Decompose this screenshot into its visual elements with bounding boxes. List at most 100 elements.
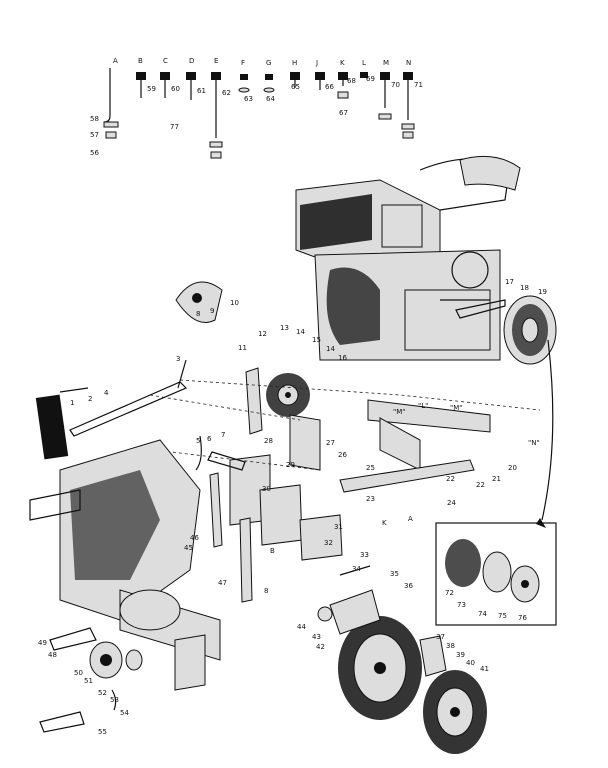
callout-22-b: 22 [446, 475, 455, 483]
callout-30: 30 [262, 485, 271, 493]
engine-pulley [503, 295, 557, 365]
callout-17: 17 [505, 278, 514, 286]
callout-1: 1 [70, 399, 75, 407]
transmission-housing [29, 439, 221, 691]
callout-66: 66 [325, 83, 334, 91]
hardware-ref-a: A [408, 515, 413, 523]
drive-wheel-small [423, 670, 487, 754]
washer-part [103, 121, 119, 128]
bolt-l [360, 72, 368, 78]
callout-8: 8 [264, 587, 269, 595]
callout-60: 60 [171, 85, 180, 93]
hardware-row [103, 68, 415, 159]
callout-46: 46 [190, 534, 199, 542]
callout-72: 72 [445, 589, 454, 597]
callout-59: 59 [147, 85, 156, 93]
callout-15: 15 [312, 336, 321, 344]
bolt-e [209, 72, 223, 159]
callout-23: 23 [366, 495, 375, 503]
bolt-d [186, 72, 196, 100]
bolt-k [337, 72, 349, 99]
callout-62: 62 [222, 89, 231, 97]
bolt-f [238, 74, 250, 93]
callout-33: 33 [360, 551, 369, 559]
hardware-letter-m: M [383, 59, 390, 67]
callout-54: 54 [120, 709, 129, 717]
callout-53: 53 [110, 696, 119, 704]
hardware-letter-e: E [214, 57, 219, 65]
callout-69: 69 [366, 75, 375, 83]
callout-55: 55 [98, 728, 107, 736]
hardware-letter-g: G [266, 59, 272, 67]
hardware-ref-k: K [382, 519, 387, 527]
callout-2: 2 [88, 395, 93, 403]
bolt-b [136, 72, 146, 98]
lower-hardware [39, 627, 143, 733]
shift-lever-assembly [35, 359, 246, 471]
hardware-ref-m-b: "M" [450, 404, 463, 412]
callout-47: 47 [218, 579, 227, 587]
callout-3: 3 [176, 355, 181, 363]
hardware-letter-c: C [163, 57, 168, 65]
hardware-letter-a: A [113, 57, 118, 65]
engine-assembly [295, 155, 521, 361]
callout-24: 24 [447, 499, 456, 507]
callout-51: 51 [84, 677, 93, 685]
callout-61: 61 [197, 87, 206, 95]
callout-26: 26 [338, 451, 347, 459]
callout-77: 77 [170, 123, 179, 131]
callout-37: 37 [436, 633, 445, 641]
callout-6: 6 [207, 435, 212, 443]
callout-56: 56 [90, 149, 99, 157]
bolt-h [290, 72, 300, 88]
callout-67: 67 [339, 109, 348, 117]
callout-21: 21 [492, 475, 501, 483]
hardware-letter-j: J [316, 59, 319, 67]
tension-pulley [266, 373, 310, 417]
callout-25: 25 [366, 464, 375, 472]
callout-14: 14 [296, 328, 305, 336]
callout-20: 20 [508, 464, 517, 472]
callout-8-b: 8 [196, 310, 201, 318]
callout-36: 36 [404, 582, 413, 590]
hardware-letter-l: L [362, 59, 366, 67]
callout-35: 35 [390, 570, 399, 578]
callout-76: 76 [518, 614, 527, 622]
callout-34: 34 [352, 565, 361, 573]
callout-10: 10 [230, 299, 239, 307]
callout-65: 65 [291, 83, 300, 91]
callout-63: 63 [244, 95, 253, 103]
callout-52: 52 [98, 689, 107, 697]
bolt-n [401, 72, 415, 139]
callout-64: 64 [266, 95, 275, 103]
callout-75: 75 [498, 612, 507, 620]
callout-42: 42 [316, 643, 325, 651]
callout-22: 22 [476, 481, 485, 489]
callout-29: 29 [286, 461, 295, 469]
hardware-ref-b: B [270, 547, 275, 555]
bolt-m [378, 72, 392, 120]
callout-19: 19 [538, 288, 547, 296]
callout-40: 40 [466, 659, 475, 667]
clip-part [175, 281, 223, 323]
callout-14-b: 14 [326, 345, 335, 353]
hardware-ref-n: "N" [528, 439, 540, 447]
callout-5: 5 [196, 437, 201, 445]
callout-71: 71 [414, 81, 423, 89]
callout-31: 31 [334, 523, 343, 531]
callout-13: 13 [280, 324, 289, 332]
callout-28: 28 [264, 437, 273, 445]
callout-74: 74 [478, 610, 487, 618]
callout-58: 58 [90, 115, 99, 123]
callout-9: 9 [210, 307, 215, 315]
callout-68: 68 [347, 77, 356, 85]
hub-parts [317, 565, 447, 677]
callout-7: 7 [221, 431, 226, 439]
inset-detail-box [435, 339, 557, 626]
callout-4: 4 [104, 389, 109, 397]
callout-41: 41 [480, 665, 489, 673]
callout-44: 44 [297, 623, 306, 631]
brackets [149, 367, 541, 603]
callout-39: 39 [456, 651, 465, 659]
